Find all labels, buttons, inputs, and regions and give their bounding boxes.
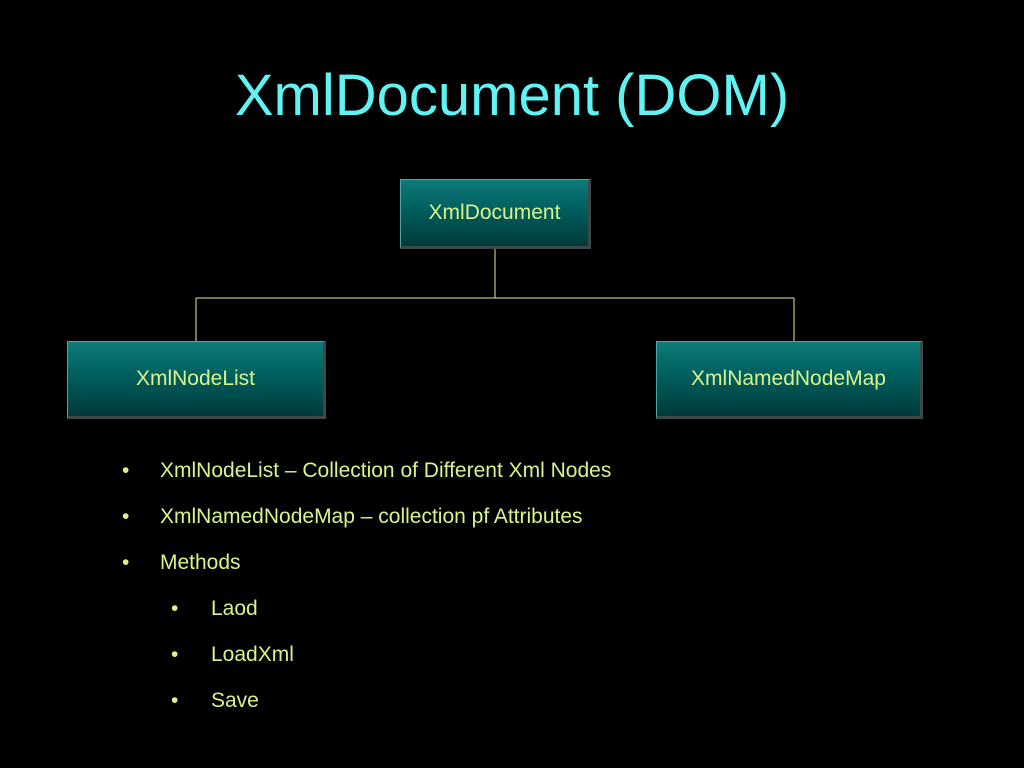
slide-title: XmlDocument (DOM) — [234, 63, 790, 128]
bullet-marker: • — [171, 689, 179, 712]
bullet-text: XmlNodeList – Collection of Different Xm… — [160, 459, 612, 482]
bullet-text: XmlNamedNodeMap – collection pf Attribut… — [160, 505, 583, 528]
bullet-text: Laod — [211, 597, 258, 620]
node-xmlnamednodemap: XmlNamedNodeMap — [656, 341, 923, 419]
bullet-text: LoadXml — [211, 643, 294, 666]
node-label: XmlNodeList — [135, 367, 256, 390]
bullet-text: Save — [211, 689, 259, 712]
node-xmlnodelist: XmlNodeList — [67, 341, 326, 419]
bullet-marker: • — [171, 597, 179, 620]
bullet-marker: • — [122, 505, 130, 528]
bullet-text: Methods — [160, 551, 241, 574]
bullet-marker: • — [171, 643, 179, 666]
node-label: XmlNamedNodeMap — [691, 367, 886, 390]
node-xmldocument: XmlDocument — [400, 179, 591, 249]
bullet-marker: • — [122, 551, 130, 574]
node-label: XmlDocument — [428, 201, 561, 224]
bullet-marker: • — [122, 459, 130, 482]
